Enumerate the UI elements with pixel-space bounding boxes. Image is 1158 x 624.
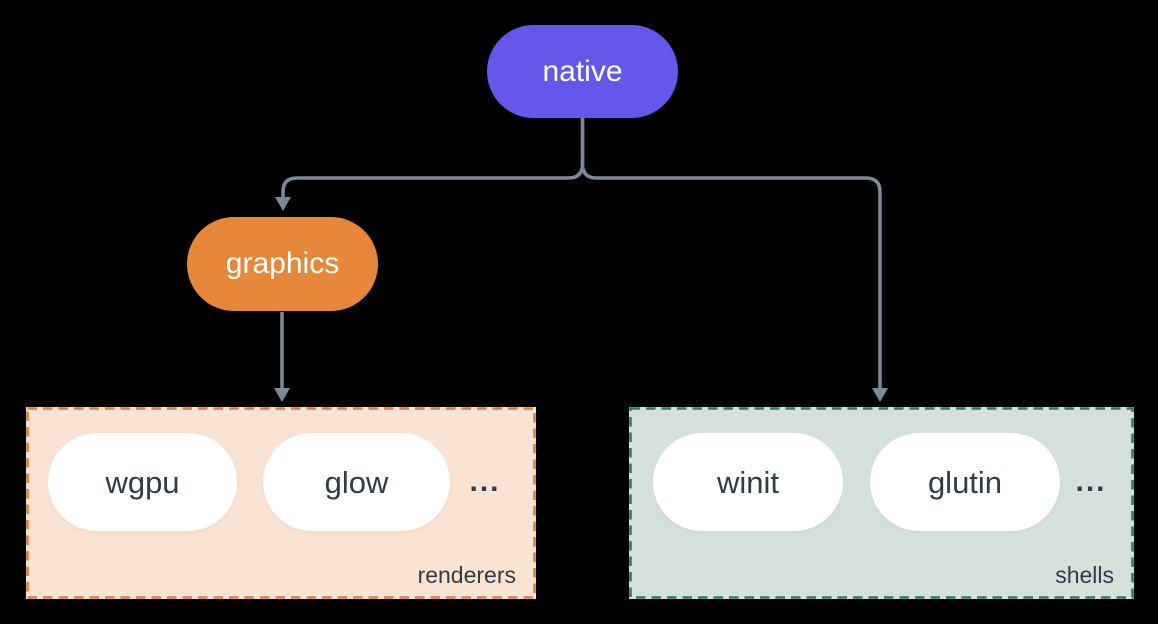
group-renderers: wgpu glow ... renderers xyxy=(26,407,536,599)
node-native: native xyxy=(487,25,678,118)
arrowhead-shells xyxy=(872,388,888,402)
group-label-renderers: renderers xyxy=(417,562,516,588)
arrowhead-graphics xyxy=(275,197,291,211)
edge-native-shells xyxy=(580,118,882,389)
renderers-ellipsis: ... xyxy=(469,465,501,498)
arrowhead-renderers xyxy=(274,388,290,402)
node-winit: winit xyxy=(653,433,843,531)
group-shells: winit glutin ... shells xyxy=(629,407,1134,599)
group-label-shells: shells xyxy=(1055,562,1114,588)
node-graphics: graphics xyxy=(187,217,378,311)
shells-ellipsis: ... xyxy=(1075,465,1107,498)
edge-native-graphics xyxy=(281,118,585,198)
node-wgpu: wgpu xyxy=(48,433,237,531)
node-glutin: glutin xyxy=(870,433,1060,531)
node-glow: glow xyxy=(263,433,450,531)
